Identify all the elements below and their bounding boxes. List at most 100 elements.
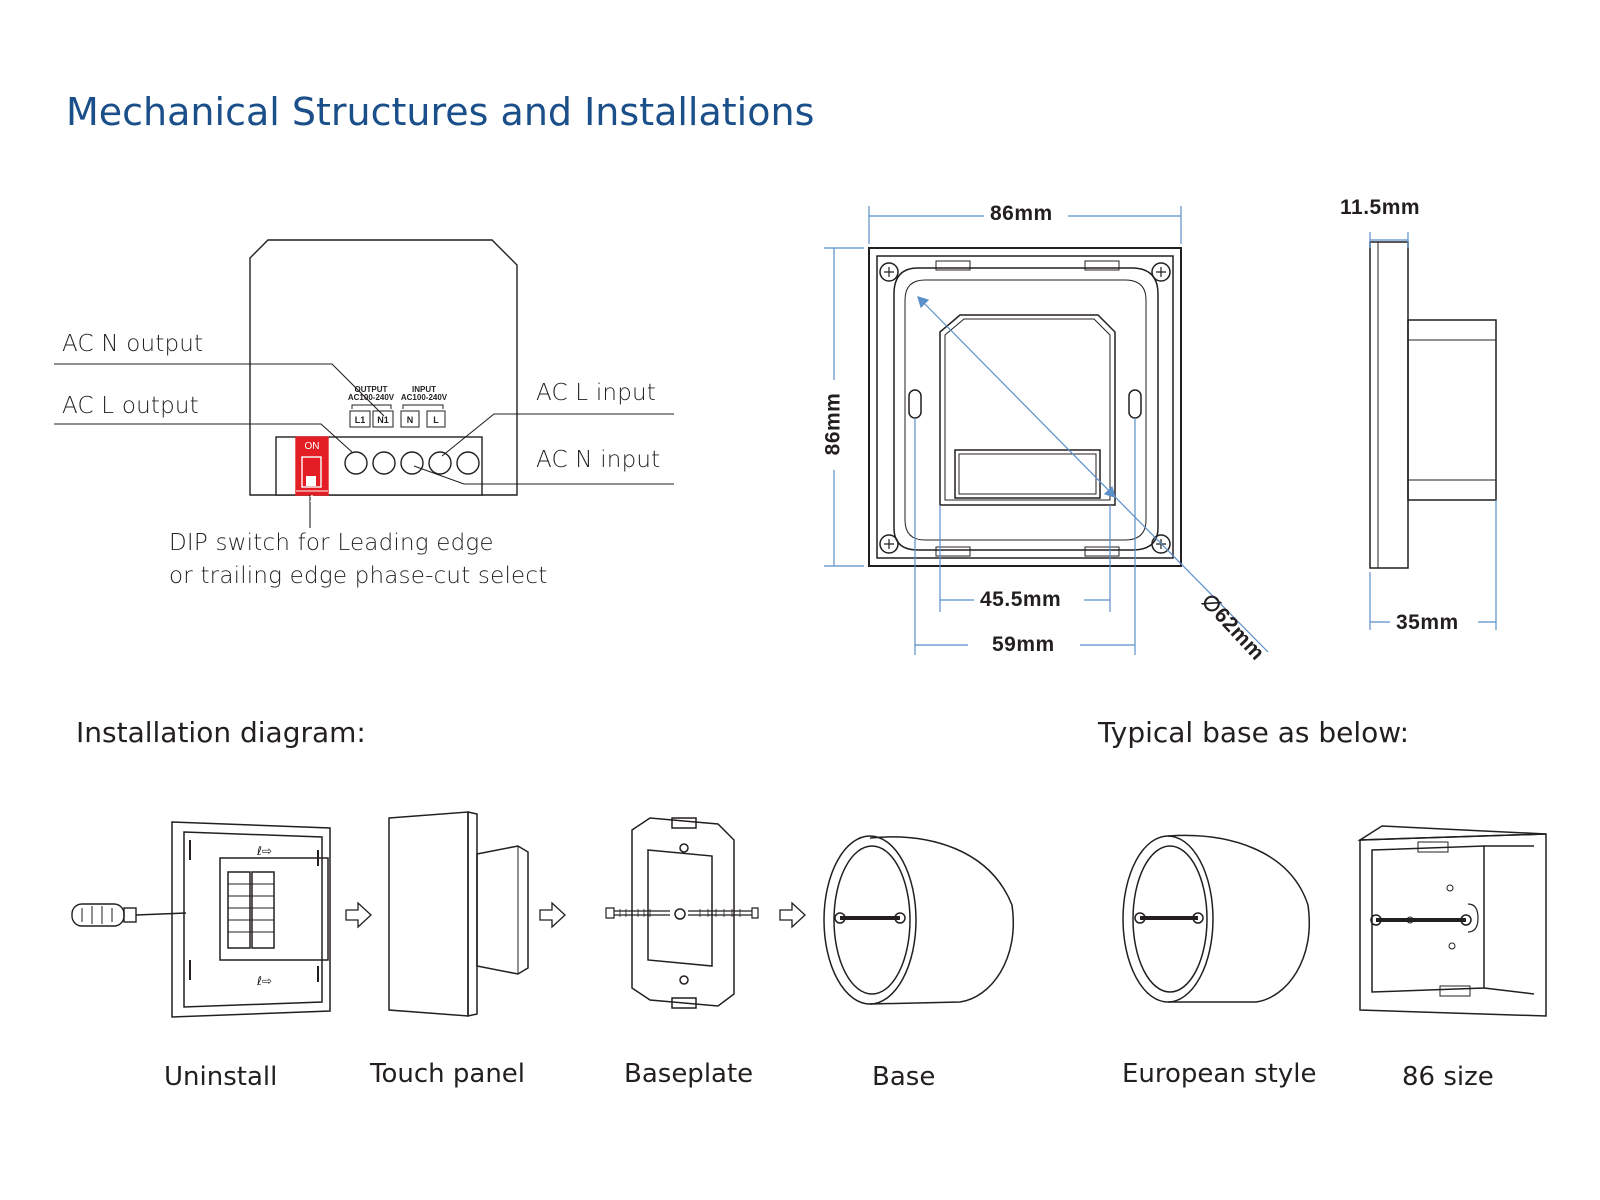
caption-baseplate: Baseplate [624, 1059, 754, 1089]
screwdriver-grip-lines [81, 906, 113, 924]
base-rim-inner [833, 845, 911, 995]
controller-body-outline [249, 239, 518, 496]
leader-ac-n-input [413, 465, 674, 485]
box-knockout-2 [1448, 942, 1456, 950]
european-base-rim-outer [1122, 835, 1214, 1003]
dim-62-arrow-bottom [1103, 485, 1116, 498]
callout-ac-n-output: AC N output [62, 331, 204, 357]
uninstall-terminal-strip [227, 871, 251, 949]
front-view-dimensions [824, 206, 1269, 655]
base-rim-outer [823, 835, 917, 1005]
terminal-box-l1 [349, 410, 371, 428]
dim-width-label: 86mm [990, 202, 1053, 225]
front-view [868, 247, 1182, 567]
baseplate-bottom-tab [671, 997, 697, 1009]
european-base-screw-right [1192, 912, 1204, 924]
panel-inner-frame [876, 255, 1174, 559]
box-tab-bottom [1439, 985, 1471, 997]
clip-top-left [935, 260, 971, 271]
page-title: Mechanical Structures and Installations [66, 90, 815, 134]
screwdriver-handle [71, 903, 125, 927]
baseplate-screw-left-thread [619, 909, 651, 917]
box-knockout-pill [1467, 903, 1479, 933]
callout-ac-l-input: AC L input [536, 380, 656, 406]
mount-slot-left [908, 389, 922, 419]
installation-heading: Installation diagram: [76, 716, 366, 749]
uninstall-illustration: ℓ⇨ ℓ⇨ [171, 821, 331, 1018]
uninstall-terminal-lines [228, 883, 274, 933]
european-base-rim-inner [1132, 845, 1208, 993]
typical-base-heading: Typical base as below: [1098, 716, 1410, 749]
connector-window [954, 449, 1101, 499]
terminal-label-l1: L1 [355, 415, 366, 425]
screwdriver-illustration [71, 903, 187, 927]
baseplate-screw-right [688, 907, 759, 919]
corner-screw-tl [879, 262, 899, 282]
european-base-illustration [1122, 834, 1310, 1003]
step-arrow-3 [779, 901, 806, 929]
output-header-voltage: AC100-240V [348, 393, 395, 402]
dim-62-diagonal [917, 296, 1269, 653]
dip-position-label: 1 [309, 494, 315, 505]
dim-62-arrow-top [917, 296, 930, 309]
terminal-screw-3 [400, 451, 424, 475]
european-base-body [1167, 834, 1310, 1003]
uninstall-terminal-strip-2 [251, 871, 275, 949]
step-arrow-2 [539, 901, 566, 929]
uninstall-panel-inner [183, 831, 323, 1008]
screw-cross-tr [1156, 267, 1166, 277]
base-body [869, 836, 1014, 1005]
dim-depth-total-label: 35mm [1396, 611, 1459, 634]
mount-slot-right [1128, 389, 1142, 419]
caption-touch-panel: Touch panel [370, 1059, 526, 1089]
dim-height-label: 86mm [821, 392, 845, 456]
base-illustration [823, 835, 1014, 1005]
wiring-diagram [54, 239, 674, 528]
terminal-screw-4 [428, 451, 452, 475]
box-inner-edge-bottom [1483, 987, 1535, 995]
terminal-box-n [400, 410, 420, 428]
input-header-label: INPUT [412, 385, 436, 394]
uninstall-clip-marks [189, 840, 319, 982]
uninstall-panel-outer [171, 821, 331, 1018]
touch-panel-illustration [388, 811, 529, 1017]
callout-ac-l-output: AC L output [62, 393, 199, 419]
caption-european-style: European style [1122, 1059, 1317, 1089]
step-arrow-1 [345, 901, 372, 929]
dip-switch-knob [306, 476, 316, 486]
side-body [1407, 319, 1497, 501]
screwdriver-shaft [135, 912, 187, 916]
baseplate-top-tab [671, 817, 697, 829]
input-header-voltage: AC100-240V [401, 393, 448, 402]
side-view [1369, 241, 1497, 569]
baseplate-hole [679, 843, 689, 853]
dip-switch-slot [301, 456, 322, 488]
clip-top-right [1084, 260, 1120, 271]
uninstall-arrow-glyph-2: ℓ⇨ [256, 974, 272, 988]
side-front-plate [1369, 241, 1409, 569]
side-view-dimensions [1369, 232, 1497, 630]
input-bracket [402, 404, 444, 409]
terminal-screw-1 [344, 451, 368, 475]
baseplate-screw-head-left [674, 908, 686, 920]
panel-outer-frame [868, 247, 1182, 567]
leader-ac-n-output [54, 363, 385, 417]
baseplate-opening [647, 849, 713, 967]
clip-bottom-left [935, 546, 971, 557]
center-module-outline [939, 314, 1116, 506]
output-header-label: OUTPUT [355, 385, 388, 394]
output-bracket [351, 404, 392, 409]
connector-window-inner [958, 453, 1097, 495]
dip-caption-line-1: DIP switch for Leading edge [169, 530, 494, 556]
uninstall-module [219, 857, 329, 961]
86-size-box-illustration [1357, 825, 1547, 1017]
baseplate-illustration [605, 817, 759, 1009]
touch-panel-module [476, 845, 529, 975]
box-tab-top [1417, 841, 1449, 853]
caption-base: Base [872, 1062, 936, 1092]
caption-uninstall: Uninstall [164, 1062, 278, 1092]
dip-caption-line-2: or trailing edge phase-cut select [169, 563, 548, 589]
dim-depth-front-label: 11.5mm [1340, 196, 1421, 219]
terminal-label-l: L [433, 415, 439, 425]
